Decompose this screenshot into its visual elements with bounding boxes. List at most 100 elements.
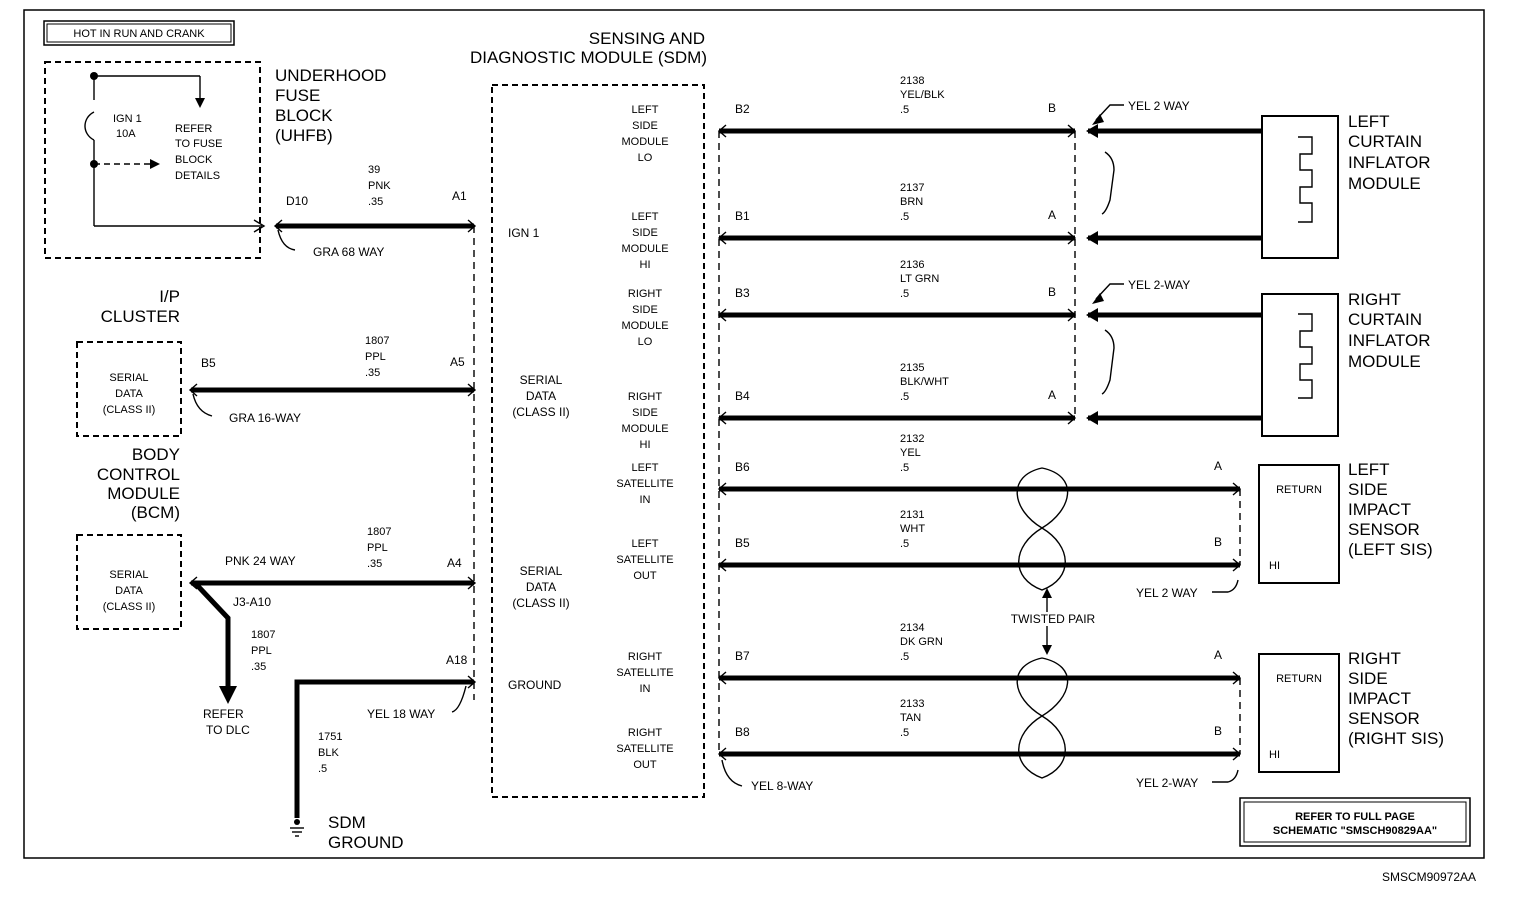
- svg-text:SERIAL: SERIAL: [109, 569, 148, 581]
- svg-text:BLOCK: BLOCK: [275, 106, 333, 125]
- svg-text:B: B: [1048, 285, 1056, 299]
- svg-text:2136: 2136: [900, 259, 924, 271]
- svg-text:MODULE: MODULE: [621, 243, 668, 255]
- svg-text:DATA: DATA: [526, 389, 556, 403]
- svg-text:B1: B1: [735, 209, 750, 223]
- svg-text:B7: B7: [735, 649, 750, 663]
- svg-text:2138: 2138: [900, 75, 924, 87]
- svg-text:RIGHT: RIGHT: [628, 727, 663, 739]
- svg-text:IN: IN: [640, 494, 651, 506]
- svg-text:(CLASS II): (CLASS II): [103, 601, 156, 613]
- svg-text:SIDE: SIDE: [632, 227, 658, 239]
- svg-text:SATELLITE: SATELLITE: [616, 743, 673, 755]
- svg-text:2137: 2137: [900, 182, 924, 194]
- svg-text:.5: .5: [900, 651, 909, 663]
- svg-text:.5: .5: [900, 211, 909, 223]
- svg-text:39: 39: [368, 164, 380, 176]
- svg-text:SATELLITE: SATELLITE: [616, 667, 673, 679]
- svg-text:A1: A1: [452, 189, 467, 203]
- svg-text:SATELLITE: SATELLITE: [616, 478, 673, 490]
- svg-text:1807: 1807: [251, 629, 275, 641]
- svg-text:YEL: YEL: [900, 447, 921, 459]
- svg-text:MODULE: MODULE: [107, 484, 180, 503]
- svg-text:TAN: TAN: [900, 712, 921, 724]
- svg-text:.35: .35: [251, 661, 266, 673]
- svg-text:.5: .5: [900, 391, 909, 403]
- svg-text:HI: HI: [640, 259, 651, 271]
- svg-text:DK GRN: DK GRN: [900, 636, 943, 648]
- svg-text:10A: 10A: [116, 128, 136, 140]
- figure-id: SMSCM90972AA: [1382, 870, 1476, 884]
- svg-text:REFER: REFER: [175, 123, 212, 135]
- svg-text:SENSOR: SENSOR: [1348, 520, 1420, 539]
- left-curtain-inflator: YEL 2 WAY: [1092, 99, 1339, 259]
- wire-ground: A18 YEL 18 WAY 1751 BLK .5: [290, 653, 477, 837]
- svg-text:PNK 24 WAY: PNK 24 WAY: [225, 554, 296, 568]
- svg-text:(LEFT SIS): (LEFT SIS): [1348, 540, 1433, 559]
- svg-text:2135: 2135: [900, 362, 924, 374]
- svg-text:INFLATOR: INFLATOR: [1348, 331, 1431, 350]
- svg-text:BLK: BLK: [318, 747, 339, 759]
- svg-text:HI: HI: [1269, 749, 1280, 761]
- svg-text:YEL/BLK: YEL/BLK: [900, 89, 945, 101]
- svg-text:DATA: DATA: [115, 585, 143, 597]
- svg-text:B6: B6: [735, 460, 750, 474]
- svg-text:IGN 1: IGN 1: [508, 226, 540, 240]
- svg-text:A: A: [1048, 208, 1056, 222]
- svg-text:A18: A18: [446, 653, 468, 667]
- svg-text:MODULE: MODULE: [621, 320, 668, 332]
- uhfb-label: UNDERHOOD: [275, 66, 386, 85]
- svg-text:GROUND: GROUND: [508, 678, 562, 692]
- svg-text:LEFT: LEFT: [1348, 112, 1390, 131]
- hot-label: HOT IN RUN AND CRANK: [73, 28, 205, 40]
- svg-text:1751: 1751: [318, 731, 342, 743]
- svg-text:SCHEMATIC "SMSCH90829AA": SCHEMATIC "SMSCH90829AA": [1273, 825, 1437, 837]
- svg-text:SATELLITE: SATELLITE: [616, 554, 673, 566]
- svg-text:MODULE: MODULE: [621, 136, 668, 148]
- svg-text:BLOCK: BLOCK: [175, 154, 213, 166]
- uhfb-block: IGN 1 10A REFER TO FUSE BLOCK DETAILS: [44, 61, 266, 259]
- svg-text:MODULE: MODULE: [1348, 352, 1421, 371]
- svg-text:IMPACT: IMPACT: [1348, 500, 1411, 519]
- svg-text:FUSE: FUSE: [275, 86, 320, 105]
- svg-text:LEFT: LEFT: [632, 104, 659, 116]
- svg-text:OUT: OUT: [633, 759, 657, 771]
- wire-ign: D10 39 PNK .35 A1 GRA 68 WAY: [273, 164, 477, 259]
- svg-text:PNK: PNK: [368, 180, 391, 192]
- svg-text:2133: 2133: [900, 698, 924, 710]
- wire-bcm: PNK 24 WAY 1807 PPL .35 A4 J3-A10 1807 P…: [188, 526, 477, 737]
- svg-text:RIGHT: RIGHT: [628, 651, 663, 663]
- svg-text:B2: B2: [735, 102, 750, 116]
- svg-text:LEFT: LEFT: [632, 538, 659, 550]
- svg-text:B5: B5: [201, 356, 216, 370]
- svg-text:PPL: PPL: [365, 351, 386, 363]
- svg-text:.35: .35: [368, 196, 383, 208]
- svg-text:LT GRN: LT GRN: [900, 273, 939, 285]
- svg-text:SERIAL: SERIAL: [520, 564, 563, 578]
- twisted-pair: TWISTED PAIR: [1005, 467, 1103, 779]
- svg-text:SERIAL: SERIAL: [520, 373, 563, 387]
- svg-text:A: A: [1214, 648, 1222, 662]
- svg-text:GROUND: GROUND: [328, 833, 404, 852]
- svg-text:B3: B3: [735, 286, 750, 300]
- svg-text:.35: .35: [367, 558, 382, 570]
- svg-text:BRN: BRN: [900, 196, 923, 208]
- svg-text:OUT: OUT: [633, 570, 657, 582]
- svg-text:GRA 16-WAY: GRA 16-WAY: [229, 411, 301, 425]
- svg-text:SIDE: SIDE: [632, 407, 658, 419]
- svg-text:YEL 2 WAY: YEL 2 WAY: [1128, 99, 1190, 113]
- svg-text:PPL: PPL: [251, 645, 272, 657]
- svg-text:.5: .5: [900, 727, 909, 739]
- diagram-frame: [23, 9, 1485, 859]
- svg-text:RETURN: RETURN: [1276, 484, 1322, 496]
- svg-text:TWISTED PAIR: TWISTED PAIR: [1011, 612, 1096, 626]
- svg-text:D10: D10: [286, 194, 308, 208]
- svg-text:2134: 2134: [900, 622, 924, 634]
- left-side-impact-sensor: RETURN HI YEL 2 WAY: [1136, 464, 1340, 600]
- svg-text:LO: LO: [638, 336, 653, 348]
- svg-text:SENSOR: SENSOR: [1348, 709, 1420, 728]
